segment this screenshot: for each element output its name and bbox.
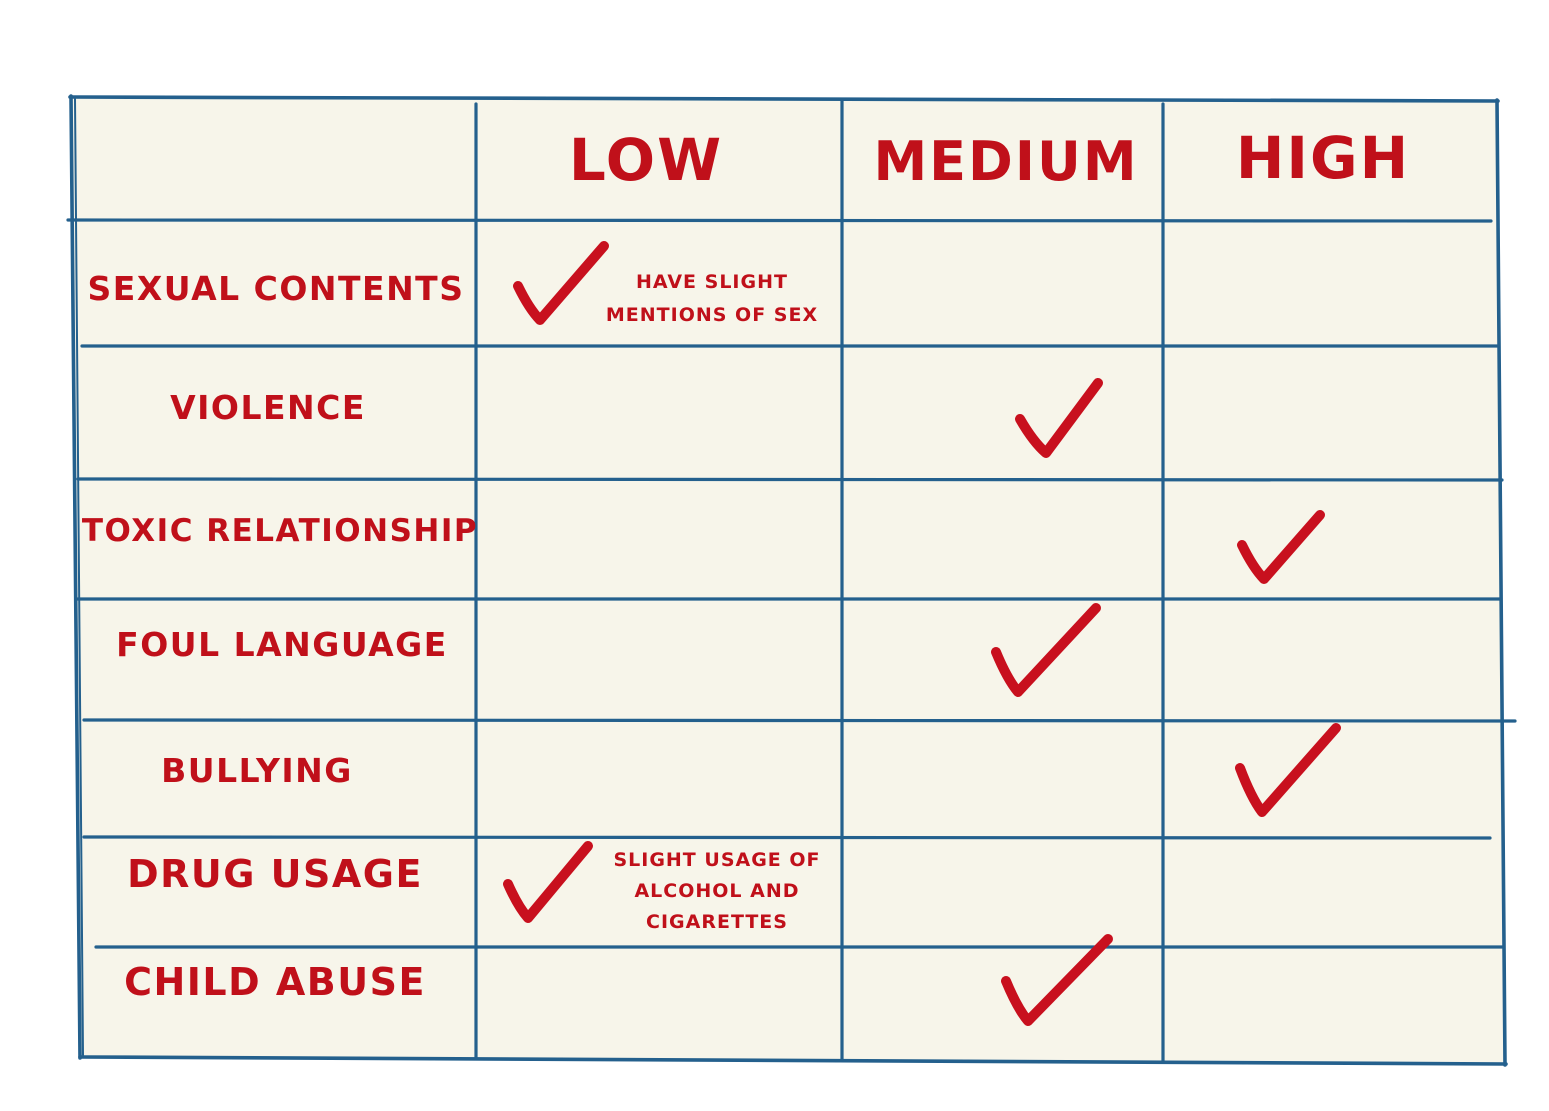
table-paper [72, 97, 1505, 1064]
check-mark-violence [1015, 378, 1103, 458]
check-mark-bullying [1235, 723, 1341, 817]
border-left [69, 94, 82, 1060]
row-divider [76, 477, 1504, 482]
border-top [68, 95, 1500, 103]
column-header-low: LOW [569, 126, 723, 194]
check-mark-toxic-relationship [1237, 510, 1325, 584]
note-drug-usage-line-3: CIGARETTES [646, 911, 788, 933]
check-mark-sexual-contents [513, 241, 609, 325]
check-mark-foul-language [991, 603, 1101, 697]
border-right [1495, 98, 1507, 1067]
row-divider [66, 218, 1493, 223]
note-sexual-contents-line-1: HAVE SLIGHT [636, 271, 788, 293]
table-border [68, 94, 1508, 1067]
row-labels: SEXUAL CONTENTS VIOLENCE TOXIC RELATIONS… [82, 269, 478, 1004]
row-label-toxic-relationship: TOXIC RELATIONSHIP [82, 513, 478, 549]
row-label-violence: VIOLENCE [170, 388, 366, 427]
row-label-sexual-contents: SEXUAL CONTENTS [88, 269, 465, 308]
row-divider [82, 718, 1517, 723]
vertical-grid-lines [474, 98, 1165, 1064]
rating-check-marks [503, 241, 1341, 1026]
check-mark-drug-usage [503, 841, 593, 923]
row-label-foul-language: FOUL LANGUAGE [116, 625, 448, 664]
check-mark-child-abuse [1001, 934, 1113, 1026]
row-divider [82, 835, 1492, 840]
border-bottom [78, 1055, 1508, 1066]
column-header-medium: MEDIUM [873, 130, 1138, 193]
row-notes: HAVE SLIGHT MENTIONS OF SEX SLIGHT USAGE… [606, 271, 820, 933]
note-drug-usage-line-1: SLIGHT USAGE OF [613, 849, 820, 871]
border-left-inner [74, 98, 84, 1056]
row-label-drug-usage: DRUG USAGE [127, 852, 423, 896]
row-label-child-abuse: CHILD ABUSE [124, 960, 426, 1004]
column-header-high: HIGH [1236, 124, 1410, 192]
column-headers: LOW MEDIUM HIGH [569, 124, 1410, 194]
note-drug-usage-line-2: ALCOHOL AND [634, 880, 799, 902]
horizontal-grid-lines [66, 218, 1517, 949]
note-sexual-contents-line-2: MENTIONS OF SEX [606, 304, 818, 326]
row-label-bullying: BULLYING [161, 751, 353, 790]
